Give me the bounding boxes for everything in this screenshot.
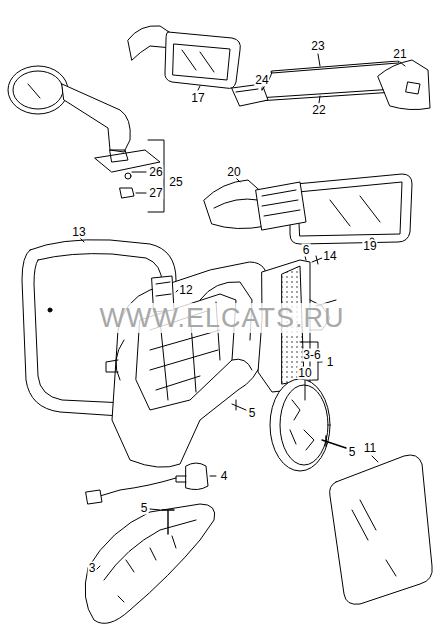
callout-number: 4 [220,470,229,483]
callout-number: 25 [168,176,183,189]
callout-number: 21 [392,48,407,61]
callout-number: 20 [226,166,241,179]
callout-number: 5 [348,446,357,459]
callout-number: 23 [310,40,325,53]
callout-number: 17 [190,92,205,105]
callout-number: 6 [302,244,311,257]
callout-number: 5 [140,502,149,515]
callout-number: 26 [148,166,163,179]
callout-number: 12 [178,284,193,297]
callout-number: 19 [362,240,377,253]
callout-number: 3-6 [302,349,321,362]
callout-number: 11 [363,442,377,455]
watermark: WWW.ELCATS.RU [99,303,346,333]
callout-number: 10 [297,367,312,380]
callout-number: 5 [248,407,257,420]
callout-number: 22 [311,104,326,117]
callout-number: 13 [71,226,86,239]
callout-number: 3 [88,562,97,575]
callout-number: 14 [322,250,337,263]
callout-number: 27 [148,187,163,200]
callout-number: 24 [254,74,269,87]
callout-number: 1 [326,356,335,369]
